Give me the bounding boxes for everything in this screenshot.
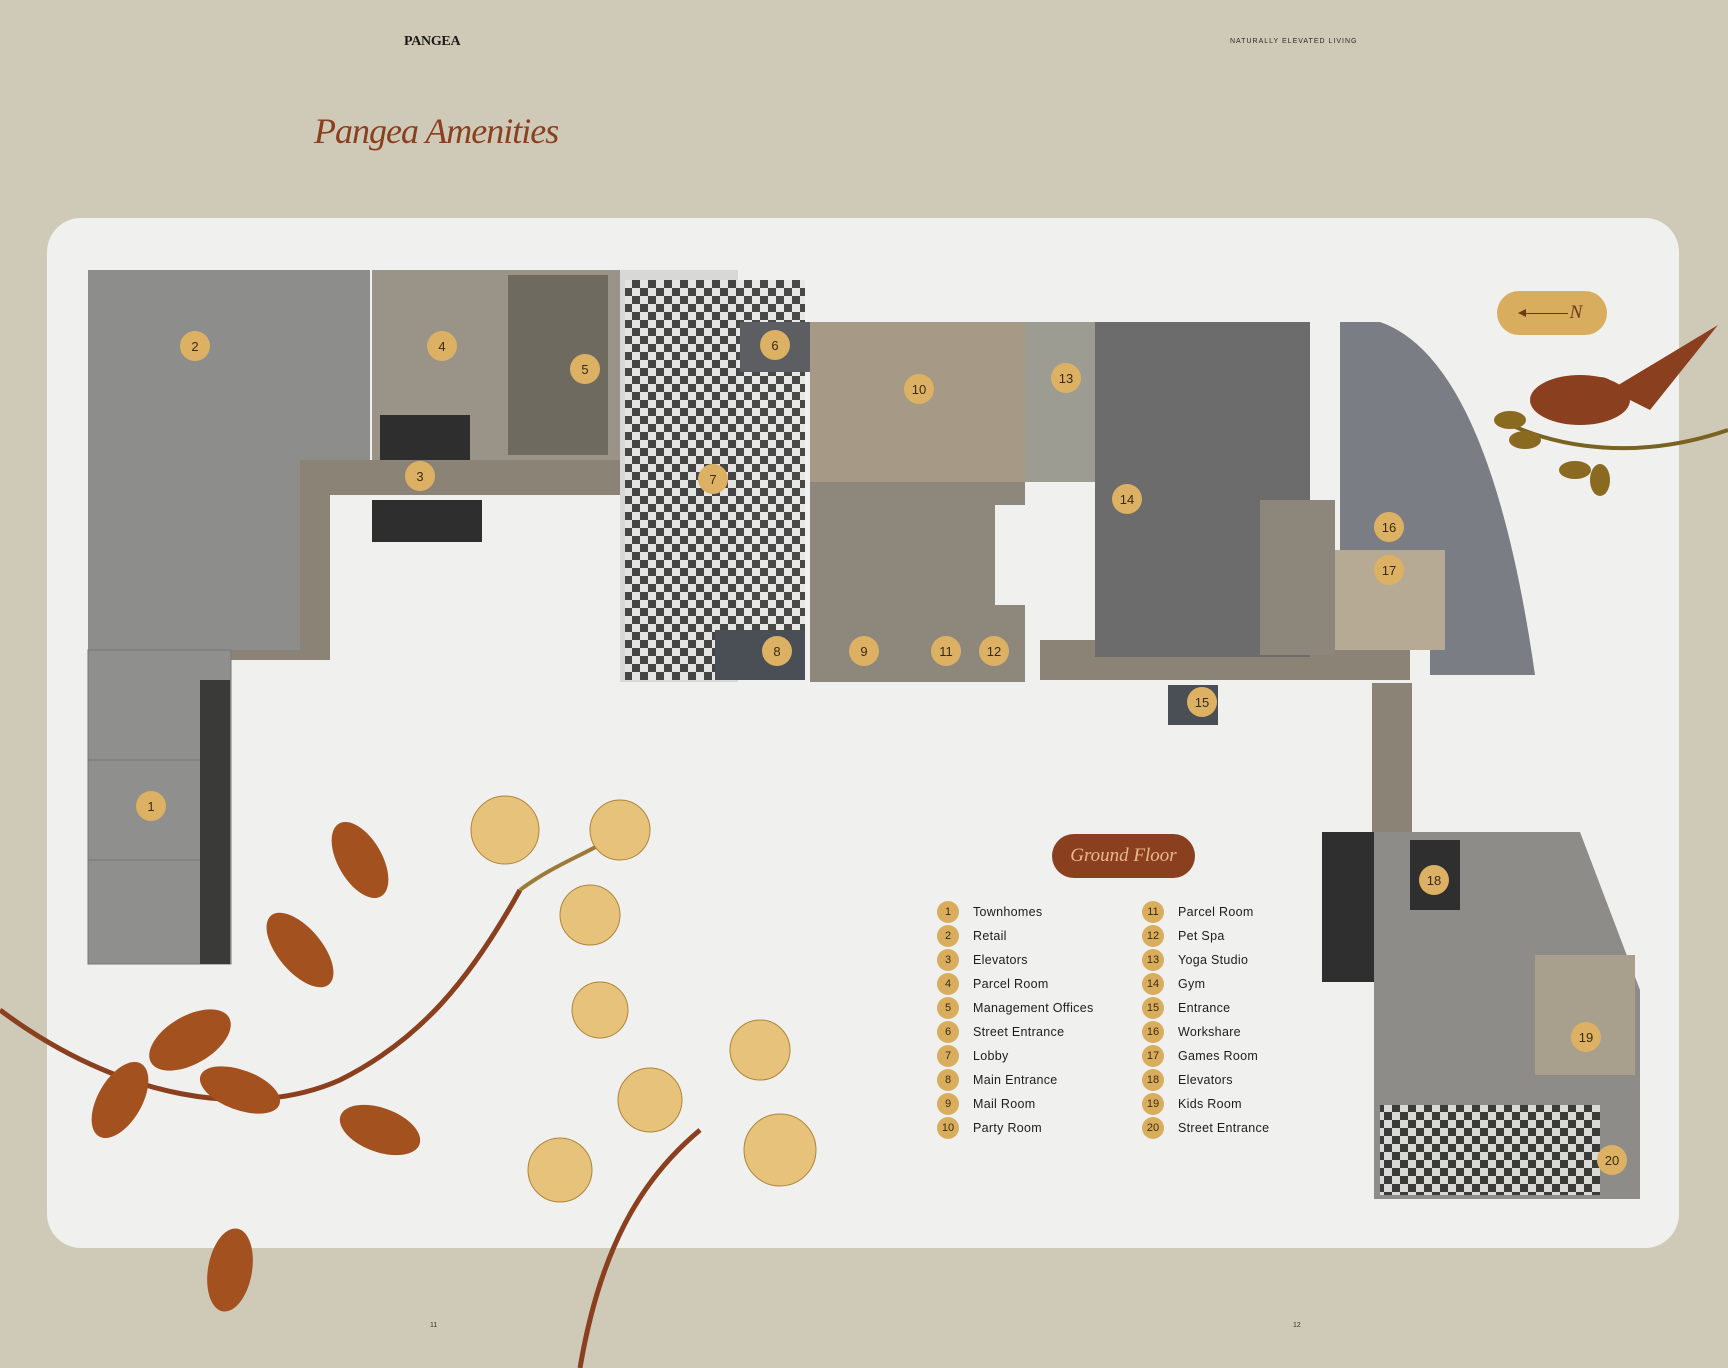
legend-column-1: 1 Townhomes 2 Retail 3 Elevators 4 Parcel Room 5…: [937, 900, 1094, 1140]
plan-marker: 6: [760, 330, 790, 360]
legend-item: 3 Elevators: [937, 948, 1094, 972]
legend-item: 14 Gym: [1142, 972, 1269, 996]
plan-marker: 8: [762, 636, 792, 666]
legend-label: Workshare: [1178, 1025, 1241, 1039]
legend-item: 12 Pet Spa: [1142, 924, 1269, 948]
legend-number: 15: [1142, 997, 1164, 1019]
legend-label: Yoga Studio: [1178, 953, 1249, 967]
legend-item: 5 Management Offices: [937, 996, 1094, 1020]
legend-label: Lobby: [973, 1049, 1009, 1063]
legend-column-2: 11 Parcel Room 12 Pet Spa 13 Yoga Studio 14 Gym…: [1142, 900, 1269, 1140]
legend-number: 11: [1142, 901, 1164, 923]
legend-item: 9 Mail Room: [937, 1092, 1094, 1116]
legend-label: Street Entrance: [973, 1025, 1065, 1039]
legend-item: 4 Parcel Room: [937, 972, 1094, 996]
legend-item: 11 Parcel Room: [1142, 900, 1269, 924]
plan-marker: 17: [1374, 555, 1404, 585]
legend-item: 7 Lobby: [937, 1044, 1094, 1068]
plan-marker: 15: [1187, 687, 1217, 717]
brand-logo: PANGEA: [404, 34, 461, 49]
legend-item: 2 Retail: [937, 924, 1094, 948]
plan-marker: 12: [979, 636, 1009, 666]
legend-number: 9: [937, 1093, 959, 1115]
legend-label: Townhomes: [973, 905, 1043, 919]
page-number-right: 12: [1293, 1322, 1301, 1329]
legend-item: 20 Street Entrance: [1142, 1116, 1269, 1140]
legend-label: Gym: [1178, 977, 1206, 991]
legend-label: Elevators: [1178, 1073, 1233, 1087]
legend-number: 14: [1142, 973, 1164, 995]
plan-marker: 2: [180, 331, 210, 361]
legend-label: Games Room: [1178, 1049, 1259, 1063]
plan-marker: 4: [427, 331, 457, 361]
kids-block: [1322, 832, 1640, 1199]
legend-label: Main Entrance: [973, 1073, 1058, 1087]
legend-label: Elevators: [973, 953, 1028, 967]
plan-marker: 7: [698, 464, 728, 494]
legend-number: 1: [937, 901, 959, 923]
botanical-illustration: [0, 795, 817, 1368]
legend-number: 4: [937, 973, 959, 995]
legend-number: 17: [1142, 1045, 1164, 1067]
legend-number: 5: [937, 997, 959, 1019]
legend-label: Kids Room: [1178, 1097, 1242, 1111]
legend-number: 19: [1142, 1093, 1164, 1115]
legend-number: 20: [1142, 1117, 1164, 1139]
plan-marker: 5: [570, 354, 600, 384]
plan-marker: 18: [1419, 865, 1449, 895]
plan-marker: 16: [1374, 512, 1404, 542]
legend-number: 6: [937, 1021, 959, 1043]
legend-item: 18 Elevators: [1142, 1068, 1269, 1092]
legend-label: Parcel Room: [1178, 905, 1254, 919]
plan-marker: 14: [1112, 484, 1142, 514]
bird-illustration: [1494, 325, 1728, 496]
legend-label: Pet Spa: [1178, 929, 1225, 943]
legend-item: 6 Street Entrance: [937, 1020, 1094, 1044]
page-title: Pangea Amenities: [314, 111, 559, 151]
north-label: N: [1569, 302, 1583, 323]
legend-label: Retail: [973, 929, 1007, 943]
legend-label: Management Offices: [973, 1001, 1094, 1015]
plan-marker: 3: [405, 461, 435, 491]
legend-number: 10: [937, 1117, 959, 1139]
legend-number: 7: [937, 1045, 959, 1067]
legend-item: 15 Entrance: [1142, 996, 1269, 1020]
legend-number: 2: [937, 925, 959, 947]
legend-item: 19 Kids Room: [1142, 1092, 1269, 1116]
legend-label: Parcel Room: [973, 977, 1049, 991]
legend-item: 17 Games Room: [1142, 1044, 1269, 1068]
legend-number: 12: [1142, 925, 1164, 947]
floor-label: Ground Floor: [1052, 834, 1195, 878]
tagline: NATURALLY ELEVATED LIVING: [1230, 38, 1358, 45]
north-indicator: N: [1497, 291, 1607, 335]
plan-marker: 1: [136, 791, 166, 821]
plan-marker: 13: [1051, 363, 1081, 393]
legend-number: 18: [1142, 1069, 1164, 1091]
page-number-left: 11: [430, 1322, 438, 1329]
legend-label: Party Room: [973, 1121, 1042, 1135]
plan-marker: 9: [849, 636, 879, 666]
retail-block: [87, 270, 370, 965]
legend-item: 16 Workshare: [1142, 1020, 1269, 1044]
legend-label: Entrance: [1178, 1001, 1231, 1015]
legend-item: 8 Main Entrance: [937, 1068, 1094, 1092]
north-arrow-icon: [1517, 308, 1568, 317]
legend-number: 13: [1142, 949, 1164, 971]
legend-label: Mail Room: [973, 1097, 1036, 1111]
plan-marker: 10: [904, 374, 934, 404]
legend-number: 16: [1142, 1021, 1164, 1043]
legend-number: 8: [937, 1069, 959, 1091]
legend-item: 13 Yoga Studio: [1142, 948, 1269, 972]
legend-item: 10 Party Room: [937, 1116, 1094, 1140]
legend-label: Street Entrance: [1178, 1121, 1270, 1135]
plan-marker: 19: [1571, 1022, 1601, 1052]
legend-item: 1 Townhomes: [937, 900, 1094, 924]
plan-marker: 20: [1597, 1145, 1627, 1175]
plan-marker: 11: [931, 636, 961, 666]
legend-number: 3: [937, 949, 959, 971]
